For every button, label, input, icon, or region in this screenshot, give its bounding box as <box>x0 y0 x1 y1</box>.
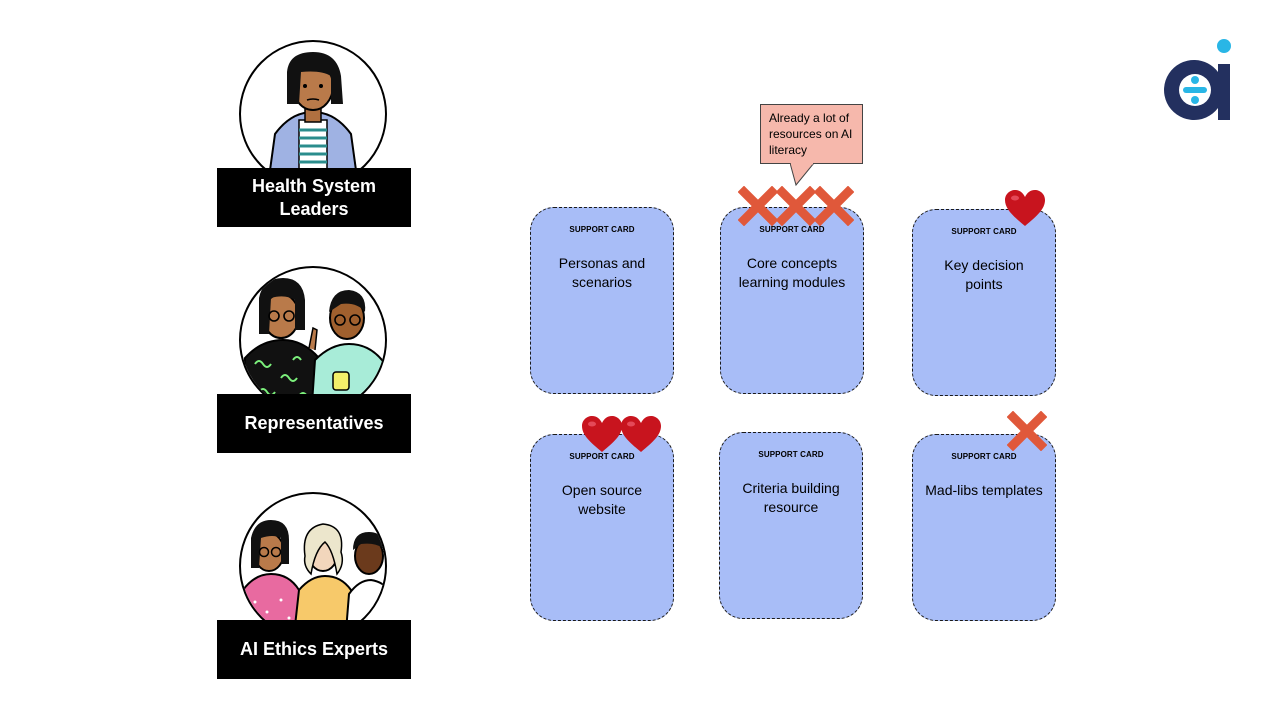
card-title: Criteria building resource <box>742 480 840 515</box>
card-kicker: SUPPORT CARD <box>569 452 635 461</box>
card-kicker: SUPPORT CARD <box>759 225 825 234</box>
support-card-core-concepts[interactable]: SUPPORT CARD Core concepts learning modu… <box>720 207 864 394</box>
callout-tail <box>790 163 815 187</box>
support-card-criteria-building[interactable]: SUPPORT CARD Criteria building resource <box>719 432 863 619</box>
persona-label: AI Ethics Experts <box>217 620 411 679</box>
card-kicker: SUPPORT CARD <box>951 227 1017 236</box>
card-kicker: SUPPORT CARD <box>951 452 1017 461</box>
cross-icon <box>814 186 854 226</box>
ai-logo-icon <box>1164 39 1231 120</box>
support-card-personas-and-scenarios[interactable]: SUPPORT CARD Personas and scenarios <box>530 207 674 394</box>
health-leader-illustration <box>239 40 387 188</box>
heart-icon <box>582 416 622 452</box>
support-card-mad-libs-templates[interactable]: SUPPORT CARD Mad-libs templates <box>912 434 1056 621</box>
card-title: Core concepts learning modules <box>738 255 846 290</box>
cross-icon <box>738 186 778 226</box>
heart-icon <box>1005 190 1045 226</box>
card-kicker: SUPPORT CARD <box>758 450 824 459</box>
representatives-illustration <box>239 266 387 414</box>
heart-icon <box>621 416 661 452</box>
persona-label: Representatives <box>217 394 411 453</box>
cross-icon <box>1007 411 1047 451</box>
support-card-open-source-website[interactable]: SUPPORT CARD Open source website <box>530 434 674 621</box>
card-title: Personas and scenarios <box>558 255 646 290</box>
ethics-experts-illustration <box>239 492 387 640</box>
ai-literacy-callout: Already a lot of resources on AI literac… <box>760 104 863 164</box>
persona-label: Health System Leaders <box>217 168 411 227</box>
card-title: Key decision points <box>944 257 1024 292</box>
cross-icon <box>776 186 816 226</box>
support-card-key-decision-points[interactable]: SUPPORT CARD Key decision points <box>912 209 1056 396</box>
card-kicker: SUPPORT CARD <box>569 225 635 234</box>
card-title: Mad-libs templates <box>925 482 1043 498</box>
card-title: Open source website <box>561 482 643 517</box>
